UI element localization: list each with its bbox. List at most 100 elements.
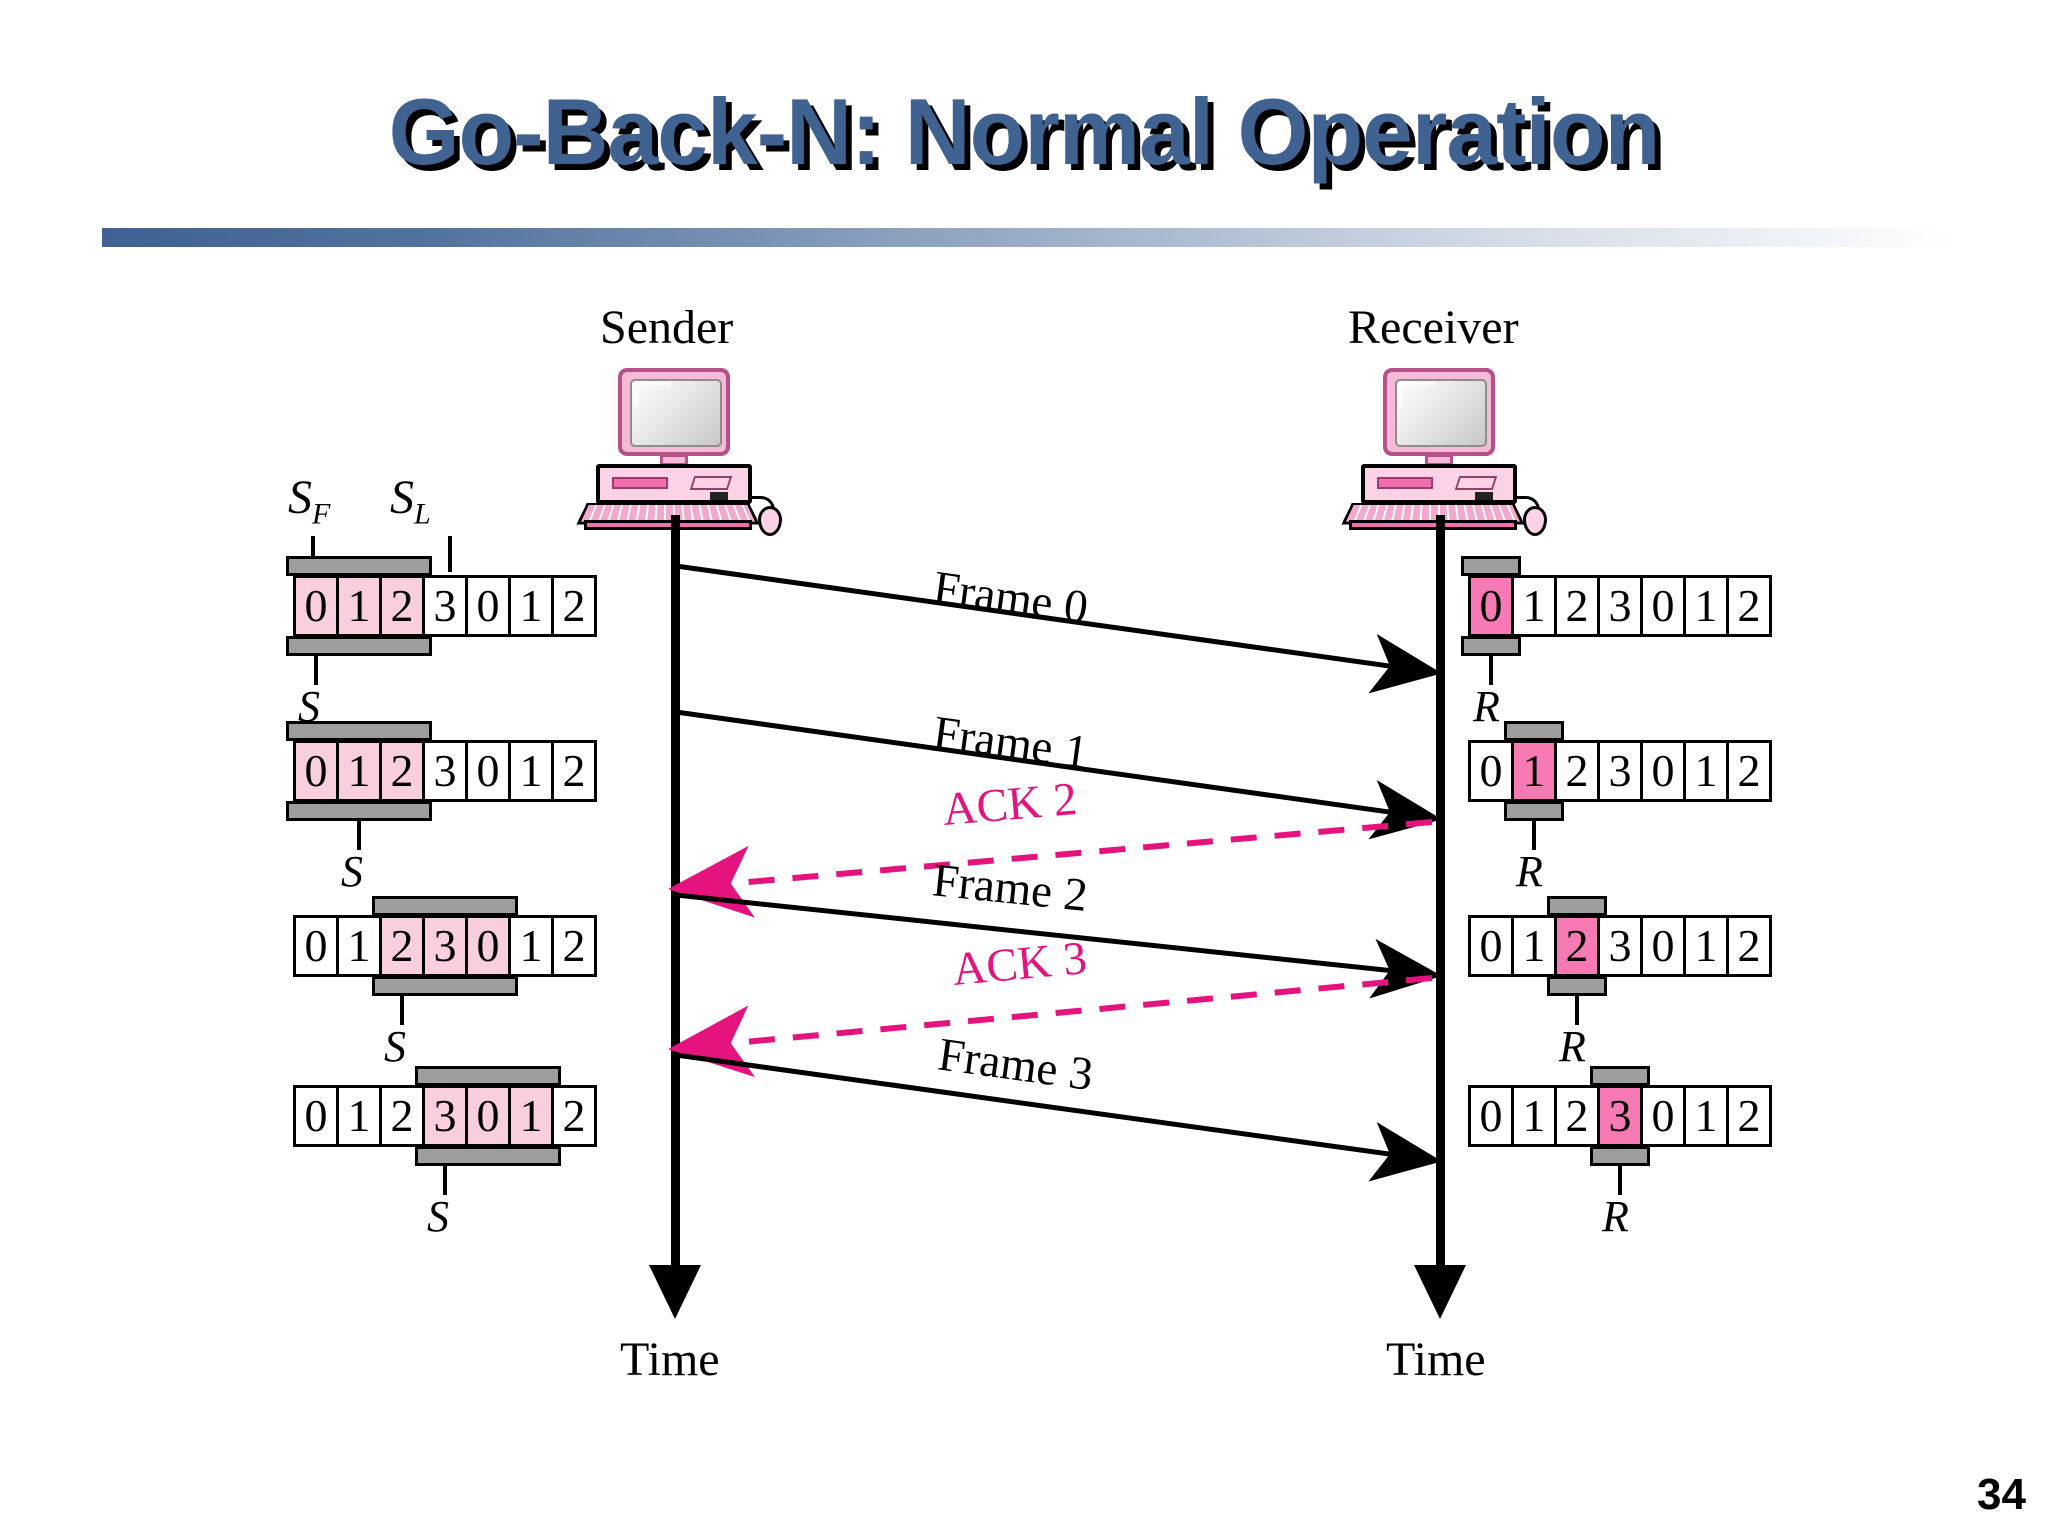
window-cell: 0: [1468, 1085, 1514, 1147]
window-band-bottom: [1461, 636, 1521, 656]
receiver-time-label: Time: [1386, 1333, 1486, 1386]
window-cell: 2: [1554, 1085, 1600, 1147]
window-cell: 0: [293, 740, 339, 802]
window-cell: 3: [1597, 1085, 1643, 1147]
receiver-pointer-tick: [1489, 655, 1493, 685]
window-band-bottom: [1590, 1146, 1650, 1166]
case-logo-icon: [689, 476, 733, 490]
sender-pointer-label: S: [341, 847, 363, 896]
label-ack-2: ACK 2: [940, 772, 1079, 837]
sender-time-label: Time: [620, 1333, 720, 1386]
screen-glare: [1399, 382, 1436, 407]
label-frame-2: Frame 2: [930, 854, 1090, 922]
window-band-top: [415, 1066, 561, 1086]
computer-case: [596, 464, 752, 504]
marker-label-sf: SF: [288, 470, 330, 532]
keyboard-base: [1349, 520, 1517, 530]
window-cell: 1: [336, 915, 382, 977]
window-cell: 3: [1597, 740, 1643, 802]
window-cell: 0: [465, 740, 511, 802]
label-ack-3: ACK 3: [950, 932, 1089, 997]
window-cell: 1: [336, 575, 382, 637]
window-cell: 1: [1511, 915, 1557, 977]
title-divider: [102, 228, 1955, 247]
monitor-body: [618, 368, 730, 456]
window-cell: 2: [1726, 575, 1772, 637]
window-band-top: [286, 721, 432, 741]
window-cell: 2: [551, 740, 597, 802]
computer-case: [1361, 464, 1517, 504]
window-cell: 1: [508, 915, 554, 977]
window-cell: 1: [1683, 1085, 1729, 1147]
sender-pointer-tick: [357, 820, 361, 850]
window-cell: 2: [1726, 1085, 1772, 1147]
marker-sl-sub: L: [414, 497, 431, 531]
marker-sl-base: S: [390, 471, 414, 524]
window-cell: 2: [379, 740, 425, 802]
receiver-pointer-tick: [1618, 1165, 1622, 1195]
sender-label: Sender: [600, 301, 734, 354]
window-band-top: [1590, 1066, 1650, 1086]
window-cell: 2: [551, 1085, 597, 1147]
monitor-screen: [630, 379, 722, 447]
window-cell: 2: [1554, 915, 1600, 977]
window-cell: 0: [1640, 575, 1686, 637]
marker-label-sl: SL: [390, 470, 431, 532]
window-band-top: [1547, 896, 1607, 916]
window-cell: 0: [465, 915, 511, 977]
window-band-top: [1504, 721, 1564, 741]
marker-tick-sl: [448, 536, 452, 572]
power-button-icon: [710, 492, 728, 500]
window-cell: 3: [1597, 915, 1643, 977]
screen-glare: [634, 382, 671, 407]
window-cell: 1: [508, 1085, 554, 1147]
receiver-timeline-arrowhead: [1414, 1265, 1466, 1319]
receiver-pointer-label: R: [1516, 847, 1543, 896]
window-cell: 1: [336, 740, 382, 802]
marker-tick-sf: [311, 536, 315, 572]
window-cell: 3: [422, 1085, 468, 1147]
window-cell: 0: [465, 1085, 511, 1147]
sender-pointer-label: S: [384, 1022, 406, 1071]
drive-slot: [1377, 477, 1433, 489]
window-band-bottom: [1504, 801, 1564, 821]
window-cell: 0: [293, 915, 339, 977]
receiver-timeline: [1436, 515, 1445, 1275]
window-cell: 2: [1554, 575, 1600, 637]
marker-sf-sub: F: [312, 497, 331, 531]
window-band-bottom: [286, 636, 432, 656]
receiver-pointer-label: R: [1473, 682, 1500, 731]
receiver-pointer-tick: [1575, 995, 1579, 1025]
arrow-ack-3: [668, 975, 1433, 1078]
window-cell: 2: [1726, 740, 1772, 802]
window-band-bottom: [1547, 976, 1607, 996]
receiver-label: Receiver: [1348, 301, 1519, 354]
window-cell: 1: [1511, 740, 1557, 802]
window-cell: 2: [379, 575, 425, 637]
monitor-body: [1383, 368, 1495, 456]
window-band-bottom: [415, 1146, 561, 1166]
window-band-top: [286, 556, 432, 576]
window-cell: 0: [1640, 740, 1686, 802]
window-cell: 0: [1468, 575, 1514, 637]
window-cell: 2: [551, 575, 597, 637]
receiver-pointer-label: R: [1602, 1192, 1629, 1241]
page-title: Go-Back-N: Normal Operation: [388, 79, 1661, 184]
window-cell: 3: [1597, 575, 1643, 637]
window-cell: 0: [1640, 915, 1686, 977]
window-band-top: [372, 896, 518, 916]
window-cell: 2: [379, 915, 425, 977]
page-number: 34: [1977, 1470, 2026, 1519]
window-cell: 0: [1468, 915, 1514, 977]
window-cell: 0: [293, 575, 339, 637]
window-cell: 1: [508, 575, 554, 637]
marker-sf-base: S: [288, 471, 312, 524]
window-cell: 3: [422, 740, 468, 802]
window-cell: 1: [1683, 915, 1729, 977]
window-cell: 3: [422, 575, 468, 637]
power-button-icon: [1475, 492, 1493, 500]
sender-pointer-tick: [400, 995, 404, 1025]
sender-pointer-label: S: [298, 682, 320, 731]
case-logo-icon: [1454, 476, 1498, 490]
monitor-screen: [1395, 379, 1487, 447]
